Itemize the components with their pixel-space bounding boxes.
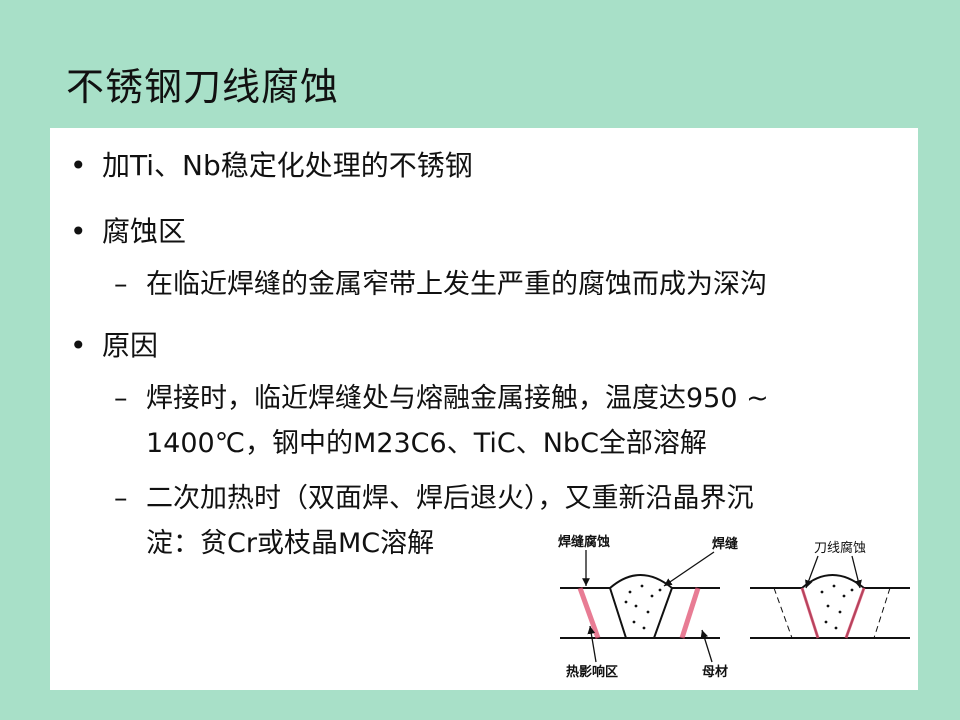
sub-bullet-line2: 淀：贫Cr或枝晶MC溶解 [146,528,435,559]
weld-bead [608,574,674,639]
arrow-weld [663,551,715,587]
sub-bullet-line2: 1400℃，钢中的M23C6、TiC、NbC全部溶解 [146,428,707,459]
haz-boundary-right [873,587,891,639]
bullet-dash: – [114,483,128,514]
bullet-dot: • [70,149,87,182]
corrosion-band-right [679,587,701,639]
weld-decay-sketch: 焊缝腐蚀 焊缝 热影响区 母材 [558,534,738,680]
arrow-base-metal [700,629,713,663]
label-weld: 焊缝 [712,536,738,552]
knife-line-left [800,587,820,639]
arrow-haz [587,625,597,663]
sub-bullet-text: 在临近焊缝的金属窄带上发生严重的腐蚀而成为深沟 [146,269,767,300]
arrow-knife-line-left [805,555,819,589]
label-weld-decay: 焊缝腐蚀 [558,534,610,550]
bullet-cause: • 原因 [70,324,158,364]
arrow-knife-line-right [851,555,862,589]
slide-title: 不锈钢刀线腐蚀 [66,65,340,109]
sub-bullet-welding-heat: –焊接时，临近焊缝处与熔融金属接触，温度达950 ~ 1400℃，钢中的M23C… [114,376,769,466]
sub-bullet-reheating: –二次加热时（双面焊、焊后退火），又重新沿晶界沉 淀：贫Cr或枝晶MC溶解 [114,476,754,566]
bullet-corrosion-zone: • 腐蚀区 [70,210,186,250]
label-haz: 热影响区 [566,664,618,680]
weld-corrosion-diagram: 焊缝腐蚀 焊缝 热影响区 母材 刀线腐蚀 [558,534,910,680]
sub-bullet-line1: 二次加热时（双面焊、焊后退火），又重新沿晶界沉 [146,483,754,514]
haz-boundary-left [773,587,793,639]
corrosion-band-left [577,587,601,639]
bullet-dash: – [114,269,128,300]
knife-line-sketch: 刀线腐蚀 [750,541,910,639]
sub-bullet-corrosion-desc: –在临近焊缝的金属窄带上发生严重的腐蚀而成为深沟 [114,262,767,307]
bullet-text: 腐蚀区 [102,215,187,248]
bullet-stabilized-steel: • 加Ti、Nb稳定化处理的不锈钢 [70,144,473,184]
weld-bead [800,574,866,639]
sub-bullet-line1: 焊接时，临近焊缝处与熔融金属接触，温度达950 ~ [146,383,769,414]
bullet-dot: • [70,215,87,248]
bullet-dot: • [70,329,87,362]
bullet-text: 原因 [102,329,159,362]
bullet-dash: – [114,383,128,414]
bullet-text: 加Ti、Nb稳定化处理的不锈钢 [102,149,473,182]
label-base-metal: 母材 [702,664,728,680]
content-panel: •加Ti、Nb稳定化处理的不锈钢 •腐蚀区 –在临近焊缝的金属窄带上发生严重的腐… [50,128,918,690]
label-knife-line: 刀线腐蚀 [814,541,866,556]
knife-line-right [844,587,866,639]
